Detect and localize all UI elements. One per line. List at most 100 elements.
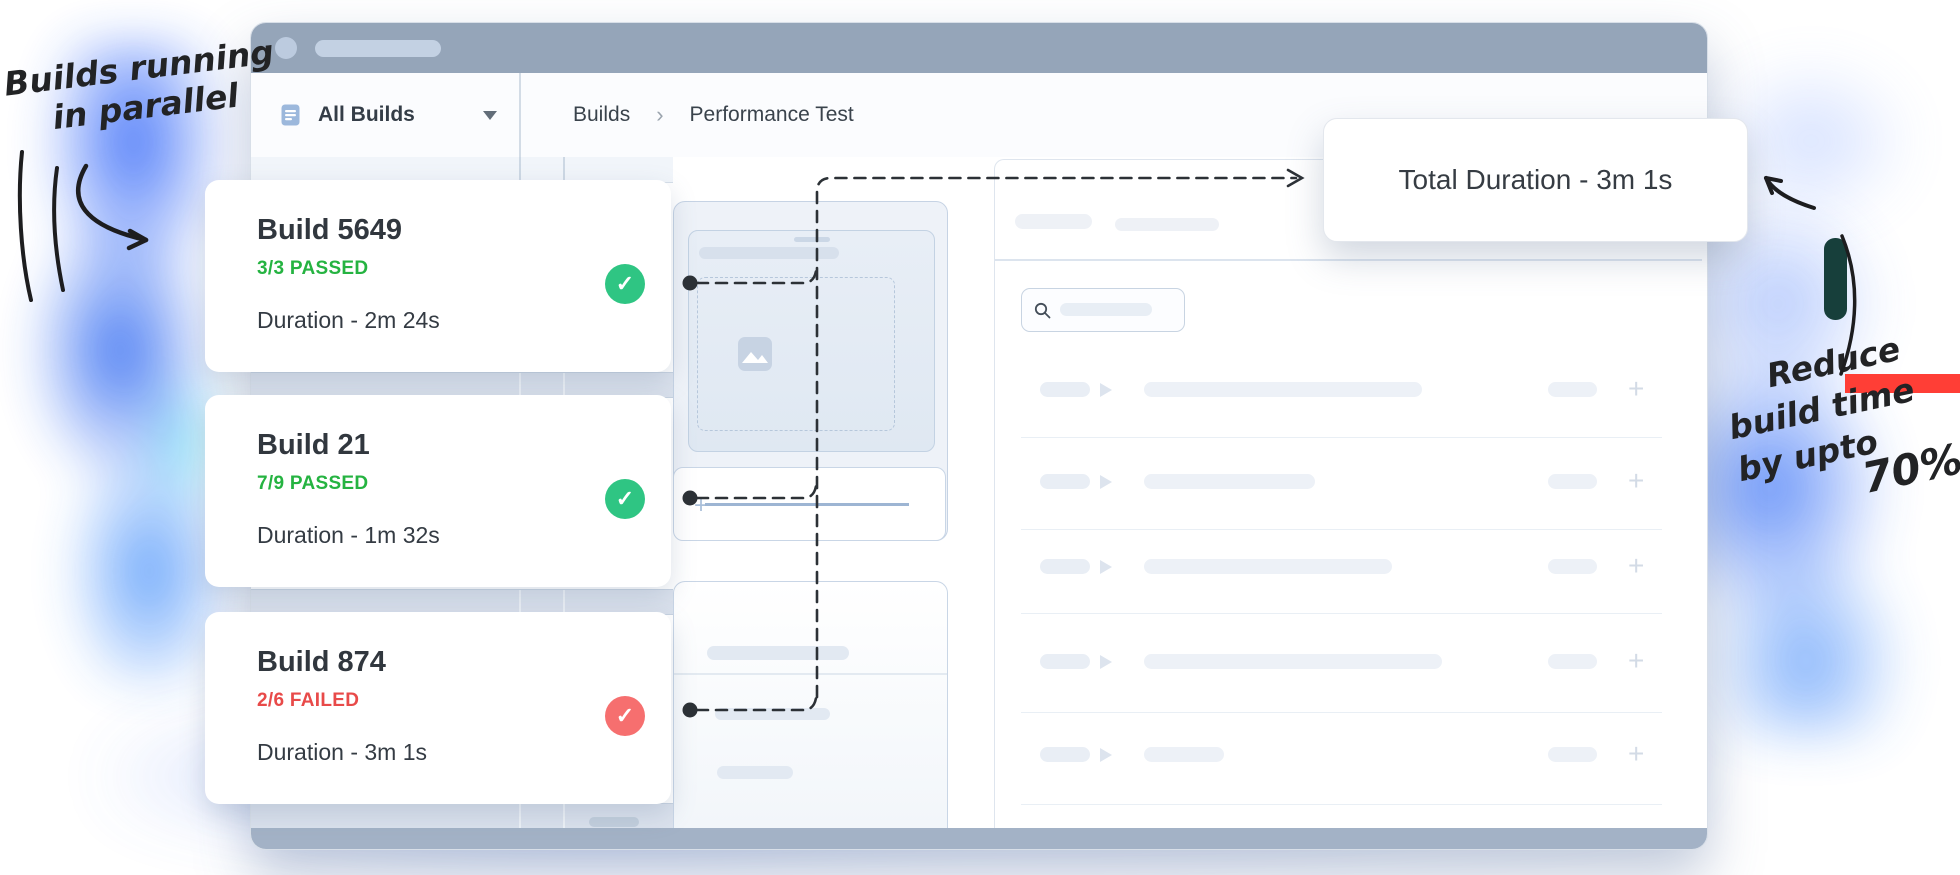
plus-icon[interactable]: + bbox=[1628, 550, 1645, 581]
skeleton-pill bbox=[1144, 382, 1422, 397]
device-screenshot-placeholder bbox=[688, 230, 935, 452]
chevron-right-icon[interactable] bbox=[1100, 748, 1112, 762]
column-divider bbox=[519, 157, 521, 182]
build-name: Build 21 bbox=[257, 429, 370, 461]
breadcrumb-current-page: Performance Test bbox=[689, 103, 854, 126]
skeleton-pill bbox=[1040, 559, 1090, 574]
skeleton-pill bbox=[1040, 382, 1090, 397]
column-divider bbox=[563, 157, 565, 182]
breadcrumb-builds[interactable]: Builds bbox=[573, 103, 631, 126]
column-divider bbox=[519, 373, 521, 397]
skeleton-pill bbox=[1548, 559, 1597, 574]
chevron-right-icon[interactable] bbox=[1100, 383, 1112, 397]
browser-avatar-circle bbox=[275, 37, 297, 59]
skeleton-pill bbox=[707, 646, 849, 660]
skeleton-pill bbox=[1015, 214, 1092, 229]
plus-icon[interactable]: + bbox=[1628, 465, 1645, 496]
skeleton-pill bbox=[1144, 559, 1392, 574]
image-placeholder-icon bbox=[738, 337, 772, 371]
build-status: 7/9 PASSED bbox=[257, 473, 369, 494]
build-card[interactable]: Build 21 7/9 PASSED Duration - 1m 32s ✓ bbox=[205, 395, 671, 587]
builds-filter-label: All Builds bbox=[318, 103, 415, 126]
breadcrumb: Builds › Performance Test bbox=[573, 73, 854, 157]
plus-icon[interactable]: + bbox=[1628, 645, 1645, 676]
video-timeline-box: + bbox=[673, 467, 946, 541]
skeleton-pill bbox=[699, 247, 839, 259]
annotation-builds-parallel: Builds running in parallel bbox=[2, 32, 281, 143]
status-check-badge: ✓ bbox=[605, 264, 645, 304]
row-divider bbox=[1021, 804, 1662, 805]
builds-filter-dropdown[interactable]: All Builds bbox=[281, 73, 497, 157]
build-card[interactable]: Build 5649 3/3 PASSED Duration - 2m 24s … bbox=[205, 180, 671, 372]
build-name: Build 874 bbox=[257, 646, 386, 678]
skeleton-pill bbox=[1040, 474, 1090, 489]
skeleton-pill bbox=[717, 766, 793, 779]
skeleton-pill bbox=[1115, 218, 1219, 231]
skeleton-pill bbox=[1548, 382, 1597, 397]
test-detail-panel: + + + bbox=[994, 159, 1702, 828]
skeleton-pill bbox=[1040, 747, 1090, 762]
right-arrow bbox=[1764, 176, 1816, 210]
column-divider bbox=[563, 373, 565, 397]
column-divider bbox=[519, 804, 521, 828]
build-duration: Duration - 1m 32s bbox=[257, 522, 440, 548]
test-preview-panel: + bbox=[673, 201, 948, 541]
chevron-right-icon[interactable] bbox=[1100, 475, 1112, 489]
row-divider bbox=[1021, 529, 1662, 530]
check-icon: ✓ bbox=[615, 703, 635, 728]
device-notch bbox=[794, 237, 830, 242]
build-list-row-sliver bbox=[251, 803, 673, 828]
skeleton-pill bbox=[715, 708, 830, 720]
skeleton-pill bbox=[1548, 747, 1597, 762]
skeleton-pill bbox=[1060, 303, 1152, 316]
row-divider bbox=[1021, 437, 1662, 438]
plus-icon[interactable]: + bbox=[1628, 373, 1645, 404]
skeleton-pill bbox=[1144, 654, 1442, 669]
build-card[interactable]: Build 874 2/6 FAILED Duration - 3m 1s ✓ bbox=[205, 612, 671, 804]
divider bbox=[995, 259, 1702, 261]
skeleton-pill bbox=[1040, 654, 1090, 669]
column-divider bbox=[563, 590, 565, 614]
total-duration-callout: Total Duration - 3m 1s bbox=[1323, 118, 1748, 242]
skeleton-pill bbox=[589, 817, 639, 827]
check-icon: ✓ bbox=[615, 271, 635, 296]
table-row[interactable]: + bbox=[995, 735, 1702, 775]
status-check-badge: ✓ bbox=[605, 479, 645, 519]
window-bottom-bar bbox=[251, 828, 1707, 849]
skeleton-pill bbox=[1548, 474, 1597, 489]
row-divider bbox=[1021, 613, 1662, 614]
status-check-badge: ✓ bbox=[605, 696, 645, 736]
skeleton-pill bbox=[1144, 747, 1224, 762]
browser-chrome-bar bbox=[251, 23, 1707, 73]
table-row[interactable]: + bbox=[995, 547, 1702, 587]
check-icon: ✓ bbox=[615, 486, 635, 511]
chevron-right-icon[interactable] bbox=[1100, 560, 1112, 574]
table-row[interactable]: + bbox=[995, 462, 1702, 502]
dashed-region bbox=[697, 277, 895, 431]
divider bbox=[674, 673, 947, 675]
browser-url-pill bbox=[315, 40, 441, 57]
document-icon bbox=[281, 104, 300, 126]
skeleton-pill bbox=[1548, 654, 1597, 669]
test-steps-panel bbox=[673, 581, 948, 828]
skeleton-pill bbox=[1144, 474, 1315, 489]
table-row[interactable]: + bbox=[995, 642, 1702, 682]
search-icon bbox=[1034, 302, 1051, 319]
column-divider bbox=[563, 804, 565, 828]
search-input[interactable] bbox=[1021, 288, 1185, 332]
build-name: Build 5649 bbox=[257, 214, 403, 246]
build-status: 3/3 PASSED bbox=[257, 258, 369, 279]
row-divider bbox=[1021, 712, 1662, 713]
chevron-right-icon[interactable] bbox=[1100, 655, 1112, 669]
build-duration: Duration - 3m 1s bbox=[257, 739, 428, 765]
table-row[interactable]: + bbox=[995, 370, 1702, 410]
column-divider bbox=[519, 590, 521, 614]
teal-fragment-shape bbox=[1824, 238, 1847, 320]
plus-icon[interactable]: + bbox=[1628, 738, 1645, 769]
breadcrumb-separator-icon: › bbox=[656, 102, 664, 127]
header-divider bbox=[519, 73, 521, 157]
chevron-down-icon bbox=[482, 110, 497, 120]
timeline-track[interactable] bbox=[705, 503, 909, 506]
build-duration: Duration - 2m 24s bbox=[257, 307, 440, 333]
crosshair-icon: + bbox=[694, 492, 709, 519]
